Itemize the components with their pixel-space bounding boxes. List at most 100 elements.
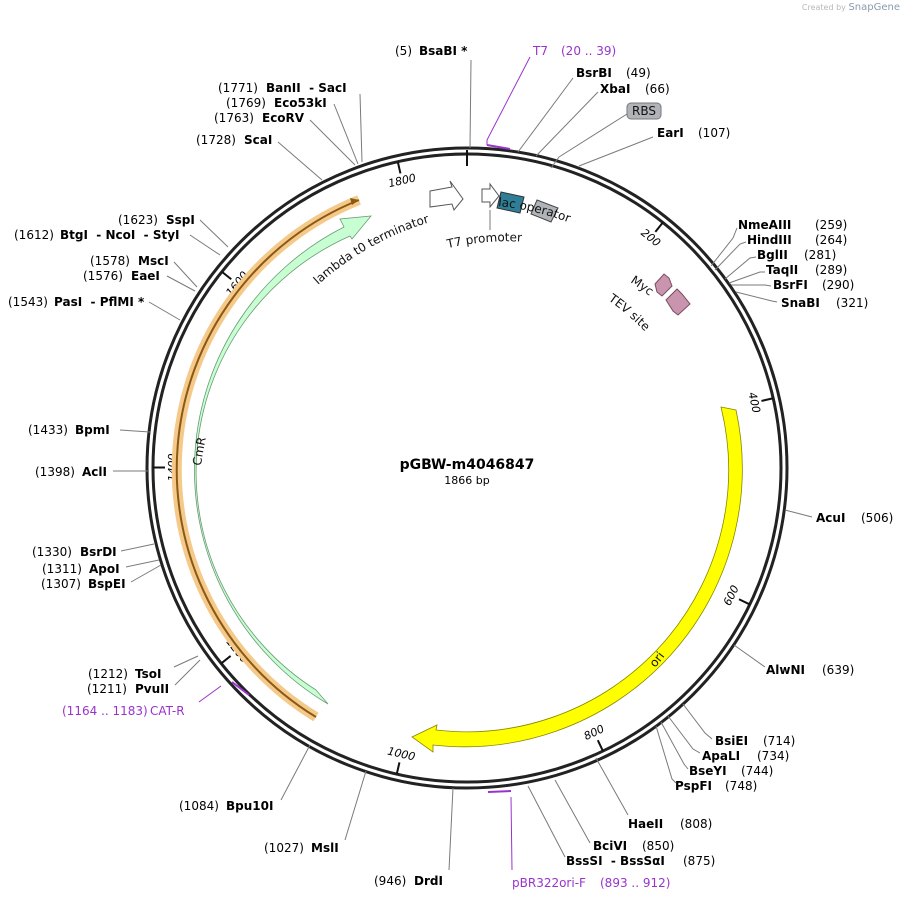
- apali-name: ApaLI: [702, 749, 740, 763]
- ecorv-leader: [309, 119, 356, 166]
- primer-t7-range: (20 .. 39): [561, 44, 616, 58]
- primer-cat-r-bar: [231, 681, 250, 696]
- tick-mark-1200: [220, 655, 232, 665]
- eari-pos: (107): [698, 126, 730, 140]
- tick-label-1000: 1000: [386, 745, 416, 764]
- nmeaiii-leader: [710, 227, 738, 267]
- sspi-leader: [199, 219, 229, 248]
- primer-t7-bar: [486, 144, 511, 150]
- primer-cat-r-range: (1164 .. 1183): [62, 704, 148, 718]
- myc-feature[interactable]: [665, 288, 691, 316]
- apali-leader: [667, 715, 701, 754]
- bcivi-leader: [554, 779, 591, 844]
- site-leaders: [113, 59, 813, 871]
- cmr-label: CmR: [190, 436, 209, 467]
- acli-name: AclI: [82, 465, 107, 479]
- banii-name: BanII - SacI: [266, 81, 347, 95]
- pasi-name: PasI - PflMI *: [54, 295, 145, 309]
- pvuii-leader: [174, 659, 201, 686]
- t7-promoter-label: T7 promoter: [444, 230, 522, 251]
- primer-pbr322ori-f[interactable]: pBR322ori-F (893 .. 912): [487, 790, 670, 890]
- tick-mark-200: [654, 221, 664, 233]
- rbs-feature[interactable]: [530, 199, 559, 223]
- rbs-tag-label: RBS: [632, 104, 656, 118]
- btgi-leader: [189, 234, 221, 256]
- bglii-name: BglII: [757, 248, 788, 262]
- bsrfi-leader: [731, 284, 772, 287]
- primer-t7-leader: [486, 56, 531, 145]
- t7-promoter-label-path: T7 promoter: [444, 230, 522, 251]
- lac-operator-label: lac operator: [498, 195, 573, 225]
- haeii-name: HaeII: [628, 817, 663, 831]
- lambda-t0-terminator-feature[interactable]: [429, 180, 464, 212]
- acui-pos: (506): [861, 511, 893, 525]
- bglii-leader: [724, 256, 757, 280]
- myc-label-path: Myc: [628, 273, 656, 299]
- myc-label: Myc: [628, 273, 656, 299]
- cmr-label-path: CmR: [190, 436, 209, 467]
- lac-operator-feature[interactable]: [496, 191, 525, 214]
- snabi-leader: [735, 291, 778, 303]
- primer-t7-name: T7: [532, 44, 548, 58]
- drdi-leader: [448, 787, 454, 871]
- cmr-feature[interactable]: [194, 215, 372, 705]
- t7-promoter-feature[interactable]: [481, 182, 500, 209]
- bglii-pos: (281): [804, 248, 836, 262]
- ecorv-pos: (1763): [214, 111, 254, 125]
- lambda-t0-terminator-label-path: lambda t0 terminator: [311, 212, 431, 287]
- bsrfi-name: BsrFI: [773, 278, 808, 292]
- eaei-leader: [166, 275, 196, 292]
- snabi-name: SnaBI: [781, 296, 820, 310]
- tick-mark-1600: [221, 270, 232, 281]
- alwni-pos: (639): [822, 663, 854, 677]
- xbai-name: XbaI: [600, 82, 630, 96]
- msli-leader: [344, 770, 367, 841]
- snapgene-watermark: Created by SnapGene: [802, 2, 900, 13]
- alwni-name: AlwNI: [766, 663, 805, 677]
- taqii-leader: [728, 271, 765, 284]
- bsiei-leader: [682, 703, 713, 740]
- acli-pos: (1398): [35, 465, 75, 479]
- bseyi-pos: (744): [741, 764, 773, 778]
- tsoi-name: TsoI: [135, 667, 161, 681]
- bspei-name: BspEI: [88, 577, 126, 591]
- msci-pos: (1578): [90, 254, 130, 268]
- rbs-tag-leader-2: [550, 156, 560, 169]
- primer-pbr322ori-f-range: (893 .. 912): [600, 876, 670, 890]
- bsrbi-name: BsrBI: [576, 66, 612, 80]
- primer-cat-r[interactable]: (1164 .. 1183) CAT-R: [62, 681, 250, 718]
- primer-t7[interactable]: T7 (20 .. 39): [486, 44, 616, 150]
- bsiei-pos: (714): [763, 734, 795, 748]
- bsssi-leader: [527, 785, 566, 858]
- primer-cat-r-leader: [198, 685, 222, 703]
- bsrdi-name: BsrDI: [80, 545, 117, 559]
- scai-leader: [277, 141, 323, 181]
- btgi-pos: (1612): [14, 228, 54, 242]
- msci-name: MscI: [138, 254, 169, 268]
- bpu10i-leader: [280, 744, 311, 801]
- pvuii-name: PvuII: [135, 682, 169, 696]
- bpmi-leader: [119, 429, 151, 433]
- plasmid-length: 1866 bp: [444, 474, 489, 487]
- eco53ki-pos: (1769): [226, 96, 266, 110]
- bsabi-name: BsaBI *: [419, 44, 468, 58]
- apali-pos: (734): [757, 749, 789, 763]
- ori-feature[interactable]: [411, 406, 743, 753]
- tick-mark-1000: [395, 762, 401, 775]
- bpmi-name: BpmI: [75, 423, 110, 437]
- banii-leader: [359, 93, 363, 163]
- acui-name: AcuI: [816, 511, 845, 525]
- eari-name: EarI: [657, 126, 684, 140]
- bsrbi-pos: (49): [626, 66, 651, 80]
- tick-label-1800: 1800: [387, 171, 417, 190]
- sspi-name: SspI: [166, 213, 195, 227]
- tick-label-800: 800: [582, 722, 607, 743]
- taqii-pos: (289): [815, 263, 847, 277]
- drdi-name: DrdI: [414, 874, 443, 888]
- bsrdi-leader: [120, 543, 155, 552]
- tev-site-feature[interactable]: [654, 273, 673, 297]
- pasi-leader: [148, 301, 181, 321]
- pasi-pos: (1543): [8, 295, 48, 309]
- tsoi-leader: [173, 655, 199, 668]
